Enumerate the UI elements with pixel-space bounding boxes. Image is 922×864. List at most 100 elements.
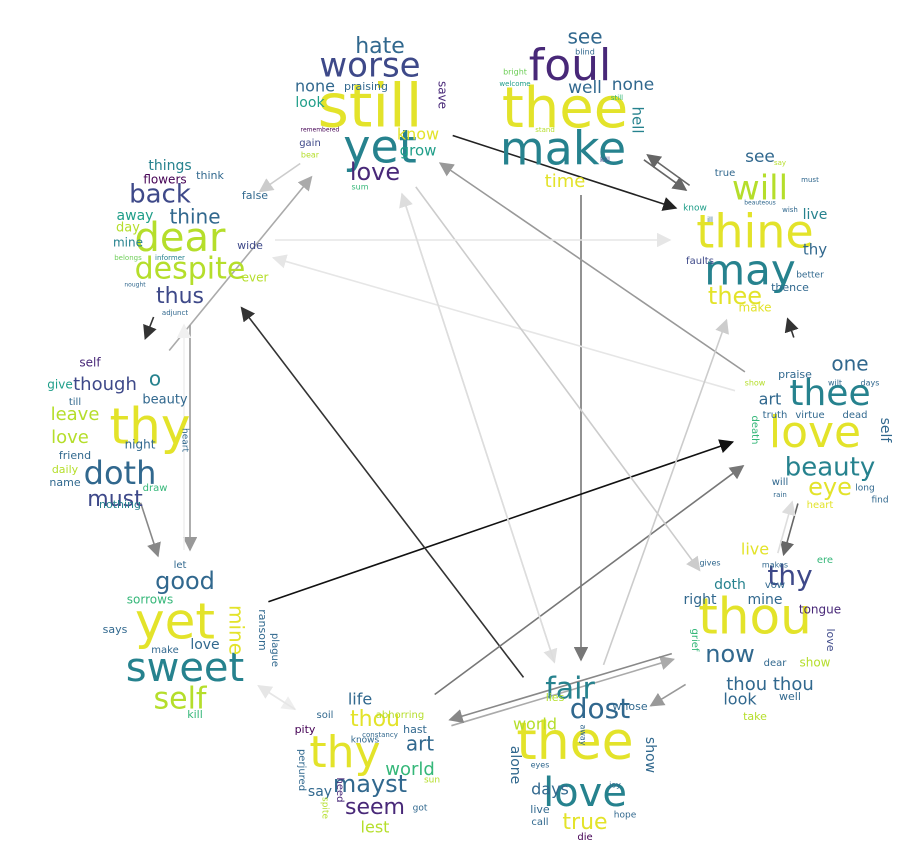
word-right-upper-17: beauteous: [744, 200, 776, 207]
word-top-right-8: blind: [575, 48, 595, 57]
word-left-upper-5: things: [148, 158, 191, 174]
word-right-upper-15: say: [774, 159, 786, 167]
word-left-upper-11: mine: [113, 236, 143, 250]
word-right-upper-5: live: [803, 207, 828, 223]
word-left-upper-17: adjunct: [162, 309, 188, 317]
word-right-middle-15: long: [855, 484, 874, 494]
word-right-upper-10: know: [683, 204, 707, 214]
word-left-upper-16: nought: [124, 282, 146, 289]
word-bottom-left-5: lest: [361, 818, 390, 837]
edge-top-left-to-left-upper: [258, 162, 301, 193]
word-left-upper-1: despite: [135, 252, 246, 287]
word-right-lower-4: look: [723, 690, 757, 709]
word-right-middle-9: virtue: [795, 410, 824, 421]
word-bottom-middle-0: thee: [516, 712, 633, 772]
word-left-lower-4: mine: [225, 605, 249, 655]
word-top-left-12: bear: [301, 151, 320, 160]
word-bottom-left-6: world: [385, 759, 435, 780]
word-left-middle-13: name: [49, 476, 80, 489]
word-left-middle-10: night: [125, 438, 156, 452]
word-right-lower-6: doth: [714, 577, 746, 593]
word-bottom-middle-13: die: [577, 832, 592, 843]
word-left-lower-10: love: [190, 637, 219, 653]
word-bottom-middle-6: days: [531, 780, 569, 799]
word-right-upper-14: ill: [707, 216, 713, 224]
word-right-lower-2: now: [705, 640, 755, 668]
edges-layer: [139, 134, 799, 727]
word-top-left-13: remembered: [301, 127, 340, 134]
word-right-middle-4: one: [831, 352, 868, 376]
word-top-right-6: hell: [629, 106, 647, 133]
word-left-lower-6: ransom: [256, 609, 269, 650]
word-right-lower-5: live: [741, 540, 769, 559]
word-top-left-7: praising: [344, 80, 388, 93]
word-bottom-middle-3: dost: [570, 692, 630, 725]
word-right-middle-11: show: [745, 379, 766, 388]
word-left-middle-9: self: [79, 356, 101, 370]
word-bottom-middle-16: joy: [608, 781, 621, 790]
edge-right-lower-to-bottom-middle: [649, 683, 687, 707]
edge-right-middle-to-left-upper: [271, 254, 736, 392]
word-top-left-9: grow: [400, 142, 437, 160]
word-top-right-10: welcome: [499, 80, 530, 88]
word-left-upper-14: belongs: [114, 254, 142, 262]
word-bottom-middle-10: lies: [546, 691, 565, 704]
word-top-right-9: bright: [503, 68, 527, 77]
word-top-right-2: make: [500, 122, 626, 176]
word-left-middle-17: draw: [143, 483, 168, 494]
edge-right-upper-to-top-right: [646, 154, 691, 187]
word-left-lower-12: let: [174, 560, 187, 571]
word-bottom-middle-5: world: [513, 715, 557, 734]
word-top-right-1: thee: [502, 76, 628, 141]
word-bottom-middle-4: true: [562, 810, 607, 835]
word-top-right-7: time: [545, 171, 586, 192]
word-left-upper-9: away: [117, 208, 154, 224]
word-right-middle-3: eye: [808, 473, 852, 501]
word-left-upper-10: day: [116, 221, 140, 236]
word-right-middle-1: thee: [789, 373, 870, 414]
word-top-left-6: look: [295, 95, 325, 111]
word-bottom-left-20: constancy: [362, 731, 398, 739]
word-bottom-left-4: seem: [345, 795, 405, 820]
word-left-middle-11: friend: [59, 449, 91, 462]
word-right-upper-12: better: [796, 271, 824, 281]
word-right-upper-6: thy: [803, 241, 827, 259]
word-left-upper-4: thus: [156, 284, 204, 309]
word-bottom-left-7: art: [406, 732, 434, 756]
edge-bottom-left-to-right-lower: [451, 656, 675, 727]
word-left-middle-7: beauty: [142, 393, 188, 408]
word-right-middle-2: beauty: [785, 453, 876, 483]
word-top-right-11: still: [611, 94, 623, 102]
word-right-middle-0: love: [769, 407, 861, 458]
word-left-upper-12: wide: [237, 239, 263, 252]
word-top-left-14: sum: [351, 183, 368, 192]
word-bottom-left-3: mayst: [333, 770, 407, 798]
word-cloud-right-upper: thinemaywilltheeseelivethythencemaketrue…: [683, 147, 827, 315]
word-left-lower-9: make: [151, 645, 178, 656]
word-left-middle-6: love: [51, 427, 89, 448]
word-right-middle-7: praise: [778, 368, 812, 381]
word-right-middle-8: truth: [763, 410, 788, 421]
word-top-right-5: well: [568, 78, 602, 98]
word-right-lower-17: ere: [817, 555, 833, 566]
word-right-middle-16: find: [871, 496, 888, 506]
word-right-lower-1: thy: [767, 559, 812, 592]
word-cloud-bottom-left: thythoumaystseemlestworldartlifesaypityp…: [295, 690, 440, 837]
edge-bottom-left-to-right-middle: [434, 464, 745, 696]
edge-left-middle-to-top-left: [168, 175, 313, 352]
word-left-middle-14: nothing: [99, 498, 141, 511]
word-right-lower-10: show: [799, 656, 830, 670]
word-right-lower-8: right: [684, 592, 717, 608]
edge-bottom-left-to-left-lower: [257, 685, 296, 710]
word-left-middle-0: thy: [110, 398, 191, 456]
word-bottom-middle-15: eyes: [531, 761, 550, 770]
edge-right-middle-to-top-left: [438, 162, 746, 373]
word-right-upper-2: will: [732, 169, 788, 209]
word-left-middle-5: leave: [51, 404, 100, 425]
word-right-upper-13: must: [801, 176, 819, 184]
